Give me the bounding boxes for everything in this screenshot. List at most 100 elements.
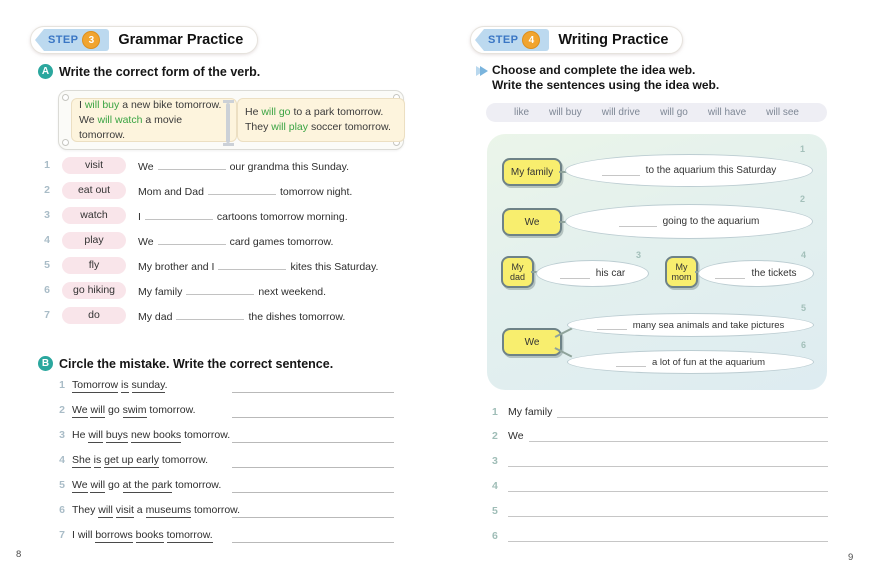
connector-line [559,171,568,173]
bubble-ellipse: to the aquarium this Saturday [565,154,813,187]
sentence: He will buys new books tomorrow. [72,429,231,443]
sentence-before: Mom and Dad [138,185,204,198]
item-number: 4 [59,454,65,466]
write-line [557,404,828,418]
subject-box: We [502,328,562,356]
mistake-exercise-row: 1 Tomorrow is sunday. [56,378,396,394]
sentence-after: kites this Saturday. [290,260,379,273]
idea-bubble: 2 going to the aquarium [565,194,813,239]
step-number-badge: 3 [82,31,101,49]
step-label: STEP [48,34,79,46]
verb-pill: eat out [62,181,126,199]
write-line [508,503,828,517]
mistake-exercise-row: 2 We will go swim tomorrow. [56,403,396,419]
section-a-title: Write the correct form of the verb. [59,64,261,79]
sentence-before: I [138,210,141,223]
sentence-before: We [138,160,154,173]
write-line [508,453,828,467]
line-number: 4 [492,480,498,492]
answer-blank [186,283,255,295]
bubble-text: his car [595,268,626,279]
bubble-blank [715,269,746,279]
verb-pill: go hiking [62,281,126,299]
section-a-badge: A [38,64,53,79]
item-number: 3 [44,209,50,221]
sentence-after: card games tomorrow. [229,235,334,248]
mistake-exercise-row: 7 I will borrows books tomorrow. [56,528,396,544]
example-right: He will go to a park tomorrow. They will… [237,98,405,142]
word-bank-item: like [514,107,530,118]
example-sentence: They will play soccer tomorrow. [245,121,391,133]
word-bank-item: will see [766,107,799,118]
step-number-badge: 4 [522,31,541,49]
answer-blank [176,308,245,320]
sentence-before: My family [138,285,183,298]
line-number: 2 [492,430,498,442]
mistake-exercise-row: 6 They will visit a museums tomorrow. [56,503,396,519]
bubble-ellipse: a lot of fun at the aquarium [567,350,814,374]
write-line [528,428,828,442]
connector-line [531,271,538,273]
item-number: 1 [59,379,65,391]
subject-box: My dad [501,256,534,288]
write-line [508,478,828,492]
step-badge-right: STEP 4 Writing Practice [470,26,684,54]
sentence: She is get up early tomorrow. [72,454,209,468]
step-tag-icon: STEP 3 [35,29,110,51]
bubble-number: 5 [800,303,806,313]
bubble-text: the tickets [751,268,797,279]
item-number: 7 [59,529,65,541]
sentence: My family next weekend. [138,283,326,298]
writing-line-row: 2 We [492,426,828,442]
idea-web-panel: My family We My dad My mom We 1 to the a… [487,134,827,390]
example-left: I will buy a new bike tomorrow. We will … [71,98,237,142]
screw-icon [62,139,69,146]
section-b-header: B Circle the mistake. Write the correct … [38,356,333,371]
line-number: 5 [492,505,498,517]
connector-line [559,221,568,223]
page-number-right: 9 [848,552,854,563]
line-number: 6 [492,530,498,542]
bubble-text: going to the aquarium [662,216,760,227]
item-number: 6 [59,504,65,516]
answer-line [232,542,394,543]
page-number-left: 8 [16,549,22,560]
answer-line [232,392,394,393]
bubble-number: 6 [800,340,806,350]
item-number: 2 [44,184,50,196]
step-pill: STEP 4 Writing Practice [470,26,684,54]
line-prefix: My family [508,406,553,418]
item-number: 2 [59,404,65,416]
bubble-blank [601,166,640,176]
answer-blank [218,258,287,270]
mistake-exercise-row: 3 He will buys new books tomorrow. [56,428,396,444]
verb-pill: visit [62,156,126,174]
writing-line-row: 6 [492,526,828,542]
item-number: 1 [44,159,50,171]
sentence-before: We [138,235,154,248]
item-number: 5 [44,259,50,271]
bubble-blank [618,217,657,227]
sentence: We will go swim tomorrow. [72,404,196,418]
verb-pill: play [62,231,126,249]
word-bank-item: will go [660,107,688,118]
answer-blank [157,158,226,170]
verb-pill: fly [62,256,126,274]
bubble-blank [596,320,627,330]
idea-bubble: 3 his car [536,250,649,287]
step-pill: STEP 3 Grammar Practice [30,26,259,54]
instruction-line-1: Choose and complete the idea web. [492,63,696,77]
answer-line [232,417,394,418]
sentence-after: cartoons tomorrow morning. [216,210,348,223]
example-sentence: I will buy a new bike tomorrow. [79,98,222,111]
sentence-after: next weekend. [258,285,327,298]
item-number: 4 [44,234,50,246]
instruction-line-2: Write the sentences using the idea web. [492,78,720,92]
sentence: We will go at the park tomorrow. [72,479,222,493]
